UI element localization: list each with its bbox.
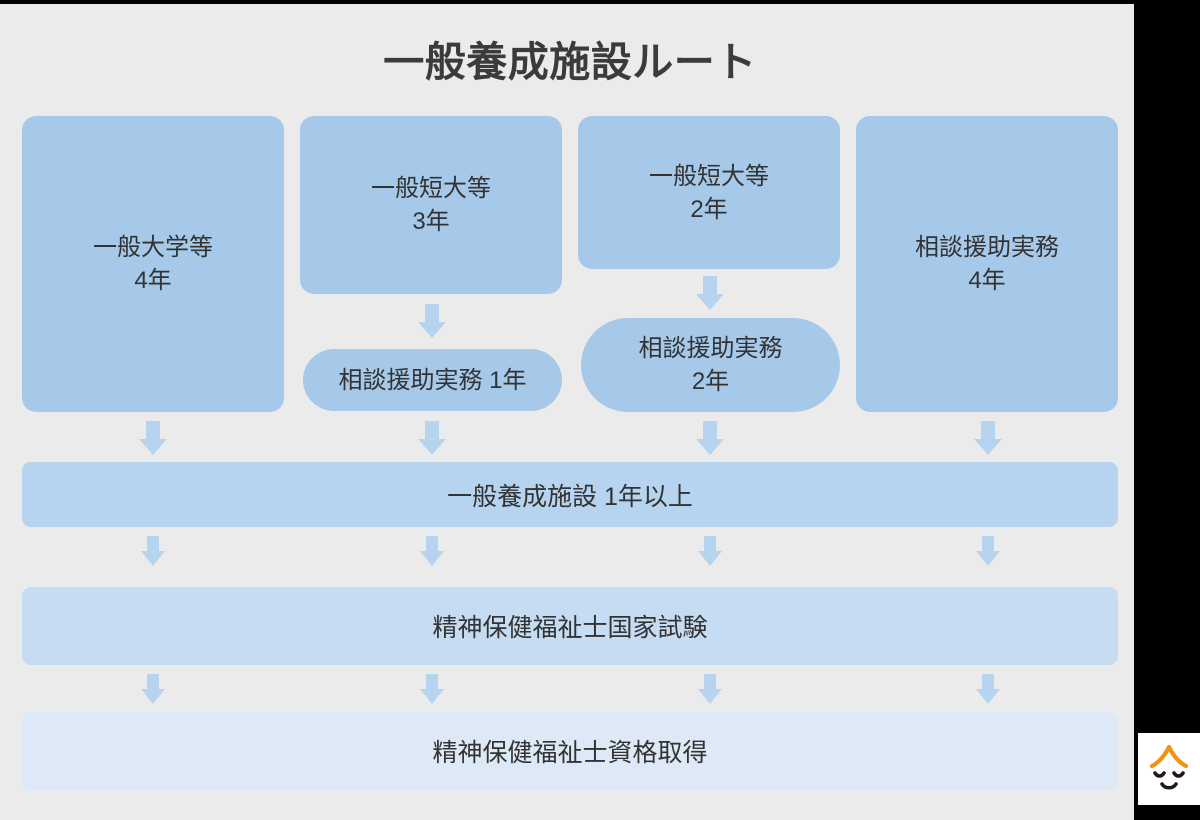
arrow-down-icon-row3-col1 [141,674,165,704]
arrow-down-icon-row2-col4 [976,536,1000,566]
node-junior-college-2[interactable]: 一般短大等 2年 [578,116,840,269]
arrow-stem [426,674,438,690]
arrow-head [696,439,724,455]
arrow-head [141,551,165,566]
arrow-down-icon-row1-col4 [974,421,1002,455]
diagram-board: 一般養成施設ルート 一般大学等 4年 一般短大等 3年 相談援助実務 1年 一般… [0,4,1134,820]
node-practice-4year[interactable]: 相談援助実務 4年 [856,116,1118,412]
arrow-stem [704,536,716,552]
arrow-head [696,294,724,310]
arrow-down-icon-row3-col2 [420,674,444,704]
arrow-head [976,551,1000,566]
arrow-down-icon-col2-inner [418,304,446,338]
node-practice-2year[interactable]: 相談援助実務 2年 [581,318,840,412]
arrow-stem [982,674,994,690]
stage-license[interactable]: 精神保健福祉士資格取得 [22,712,1118,790]
arrow-down-icon-row2-col1 [141,536,165,566]
arrow-stem [703,421,717,440]
stage-national-exam[interactable]: 精神保健福祉士国家試験 [22,587,1118,665]
person-face-icon [1149,744,1189,790]
arrow-stem [703,276,717,295]
arrow-stem [982,536,994,552]
stage-training-facility[interactable]: 一般養成施設 1年以上 [22,462,1118,527]
arrow-down-icon-row2-col3 [698,536,722,566]
arrow-stem [426,536,438,552]
arrow-stem [147,674,159,690]
arrow-down-icon-row1-col2 [418,421,446,455]
arrow-head [139,439,167,455]
arrow-stem [425,421,439,440]
arrow-stem [147,536,159,552]
arrow-head [976,689,1000,704]
arrow-head [420,689,444,704]
arrow-down-icon-row3-col4 [976,674,1000,704]
arrow-down-icon-row3-col3 [698,674,722,704]
node-practice-1year[interactable]: 相談援助実務 1年 [303,349,562,411]
arrow-head [418,439,446,455]
person-face-logo [1138,733,1200,805]
arrow-down-icon-col3-inner [696,276,724,310]
arrow-down-icon-row2-col2 [420,536,444,566]
page-title: 一般養成施設ルート [383,39,757,85]
arrow-head [420,551,444,566]
arrow-stem [146,421,160,440]
arrow-head [698,689,722,704]
node-junior-college-3[interactable]: 一般短大等 3年 [300,116,562,294]
arrow-down-icon-row1-col1 [139,421,167,455]
arrow-down-icon-row1-col3 [696,421,724,455]
arrow-stem [704,674,716,690]
arrow-head [418,322,446,338]
arrow-stem [981,421,995,440]
node-university[interactable]: 一般大学等 4年 [22,116,284,412]
arrow-stem [425,304,439,323]
arrow-head [974,439,1002,455]
arrow-head [698,551,722,566]
arrow-head [141,689,165,704]
